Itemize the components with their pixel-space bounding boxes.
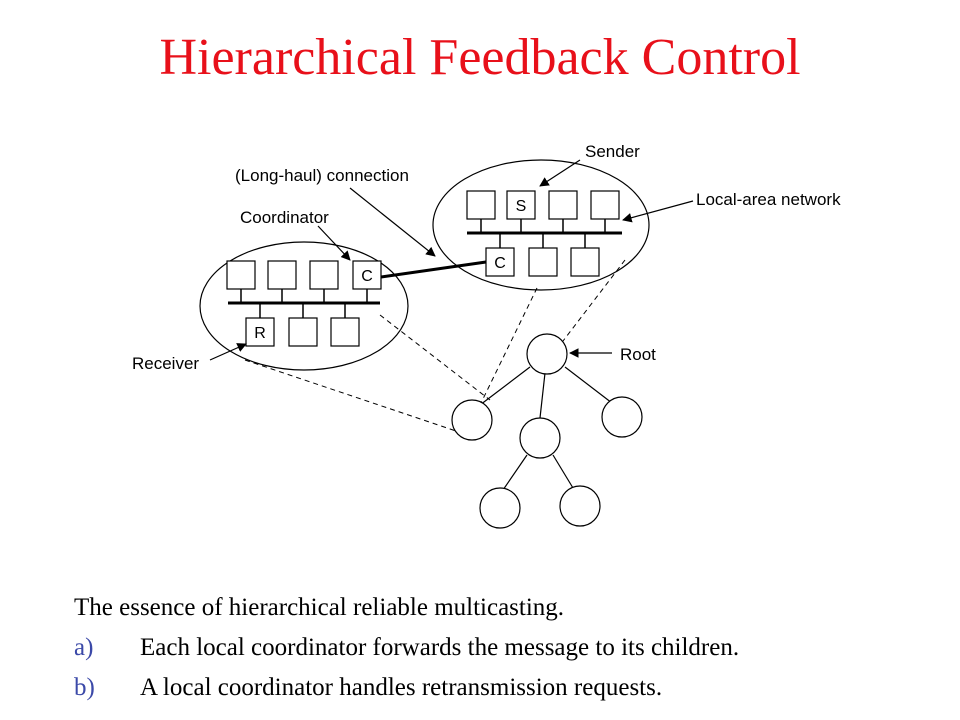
multicast-tree [451,333,643,529]
coordinator-pointer [317,225,351,261]
receiver-label: Receiver [132,354,199,373]
tree-node [479,487,521,529]
tree-node [519,417,561,459]
host-box [528,247,558,277]
host-box [570,247,600,277]
coordinator-box [352,260,382,290]
sender-box-letter: S [516,198,527,215]
host-box [226,260,256,290]
sender-lan: S C [432,159,650,291]
coordinator-box-letter: C [361,268,373,285]
tree-node [451,399,493,441]
long-haul-connection-line [380,260,487,279]
connection-pointer [349,187,436,257]
receiver-lan: C R [199,241,409,371]
host-box [288,317,318,347]
coordinator-label: Coordinator [240,208,329,227]
coordinator-box-letter: C [494,255,506,272]
sender-box [506,190,536,220]
host-box [466,190,496,220]
list-marker: b) [74,674,95,701]
connection-label: (Long-haul) connection [235,166,409,185]
tree-node [559,485,601,527]
receiver-pointer [209,343,247,361]
list-item-text: Each local coordinator forwards the mess… [140,634,740,661]
root-label: Root [620,345,656,364]
sender-pointer [539,159,581,187]
root-node [526,333,568,375]
caption: The essence of hierarchical reliable mul… [74,588,934,708]
host-box [309,260,339,290]
lan-label: Local-area network [696,190,841,209]
list-item: a) Each local coordinator forwards the m… [74,628,934,668]
slide-title: Hierarchical Feedback Control [159,29,801,86]
host-box [548,190,578,220]
list-marker: a) [74,634,94,661]
receiver-box [245,317,275,347]
host-box [590,190,620,220]
lan-pointer [622,200,694,223]
tree-node [601,396,643,438]
sender-label: Sender [585,142,640,161]
receiver-box-letter: R [254,325,266,342]
list-item-text: A local coordinator handles retransmissi… [140,674,663,701]
host-box [267,260,297,290]
host-box [330,317,360,347]
caption-intro: The essence of hierarchical reliable mul… [74,594,565,621]
projection-lines [244,259,626,441]
list-item: b) A local coordinator handles retransmi… [74,668,934,708]
